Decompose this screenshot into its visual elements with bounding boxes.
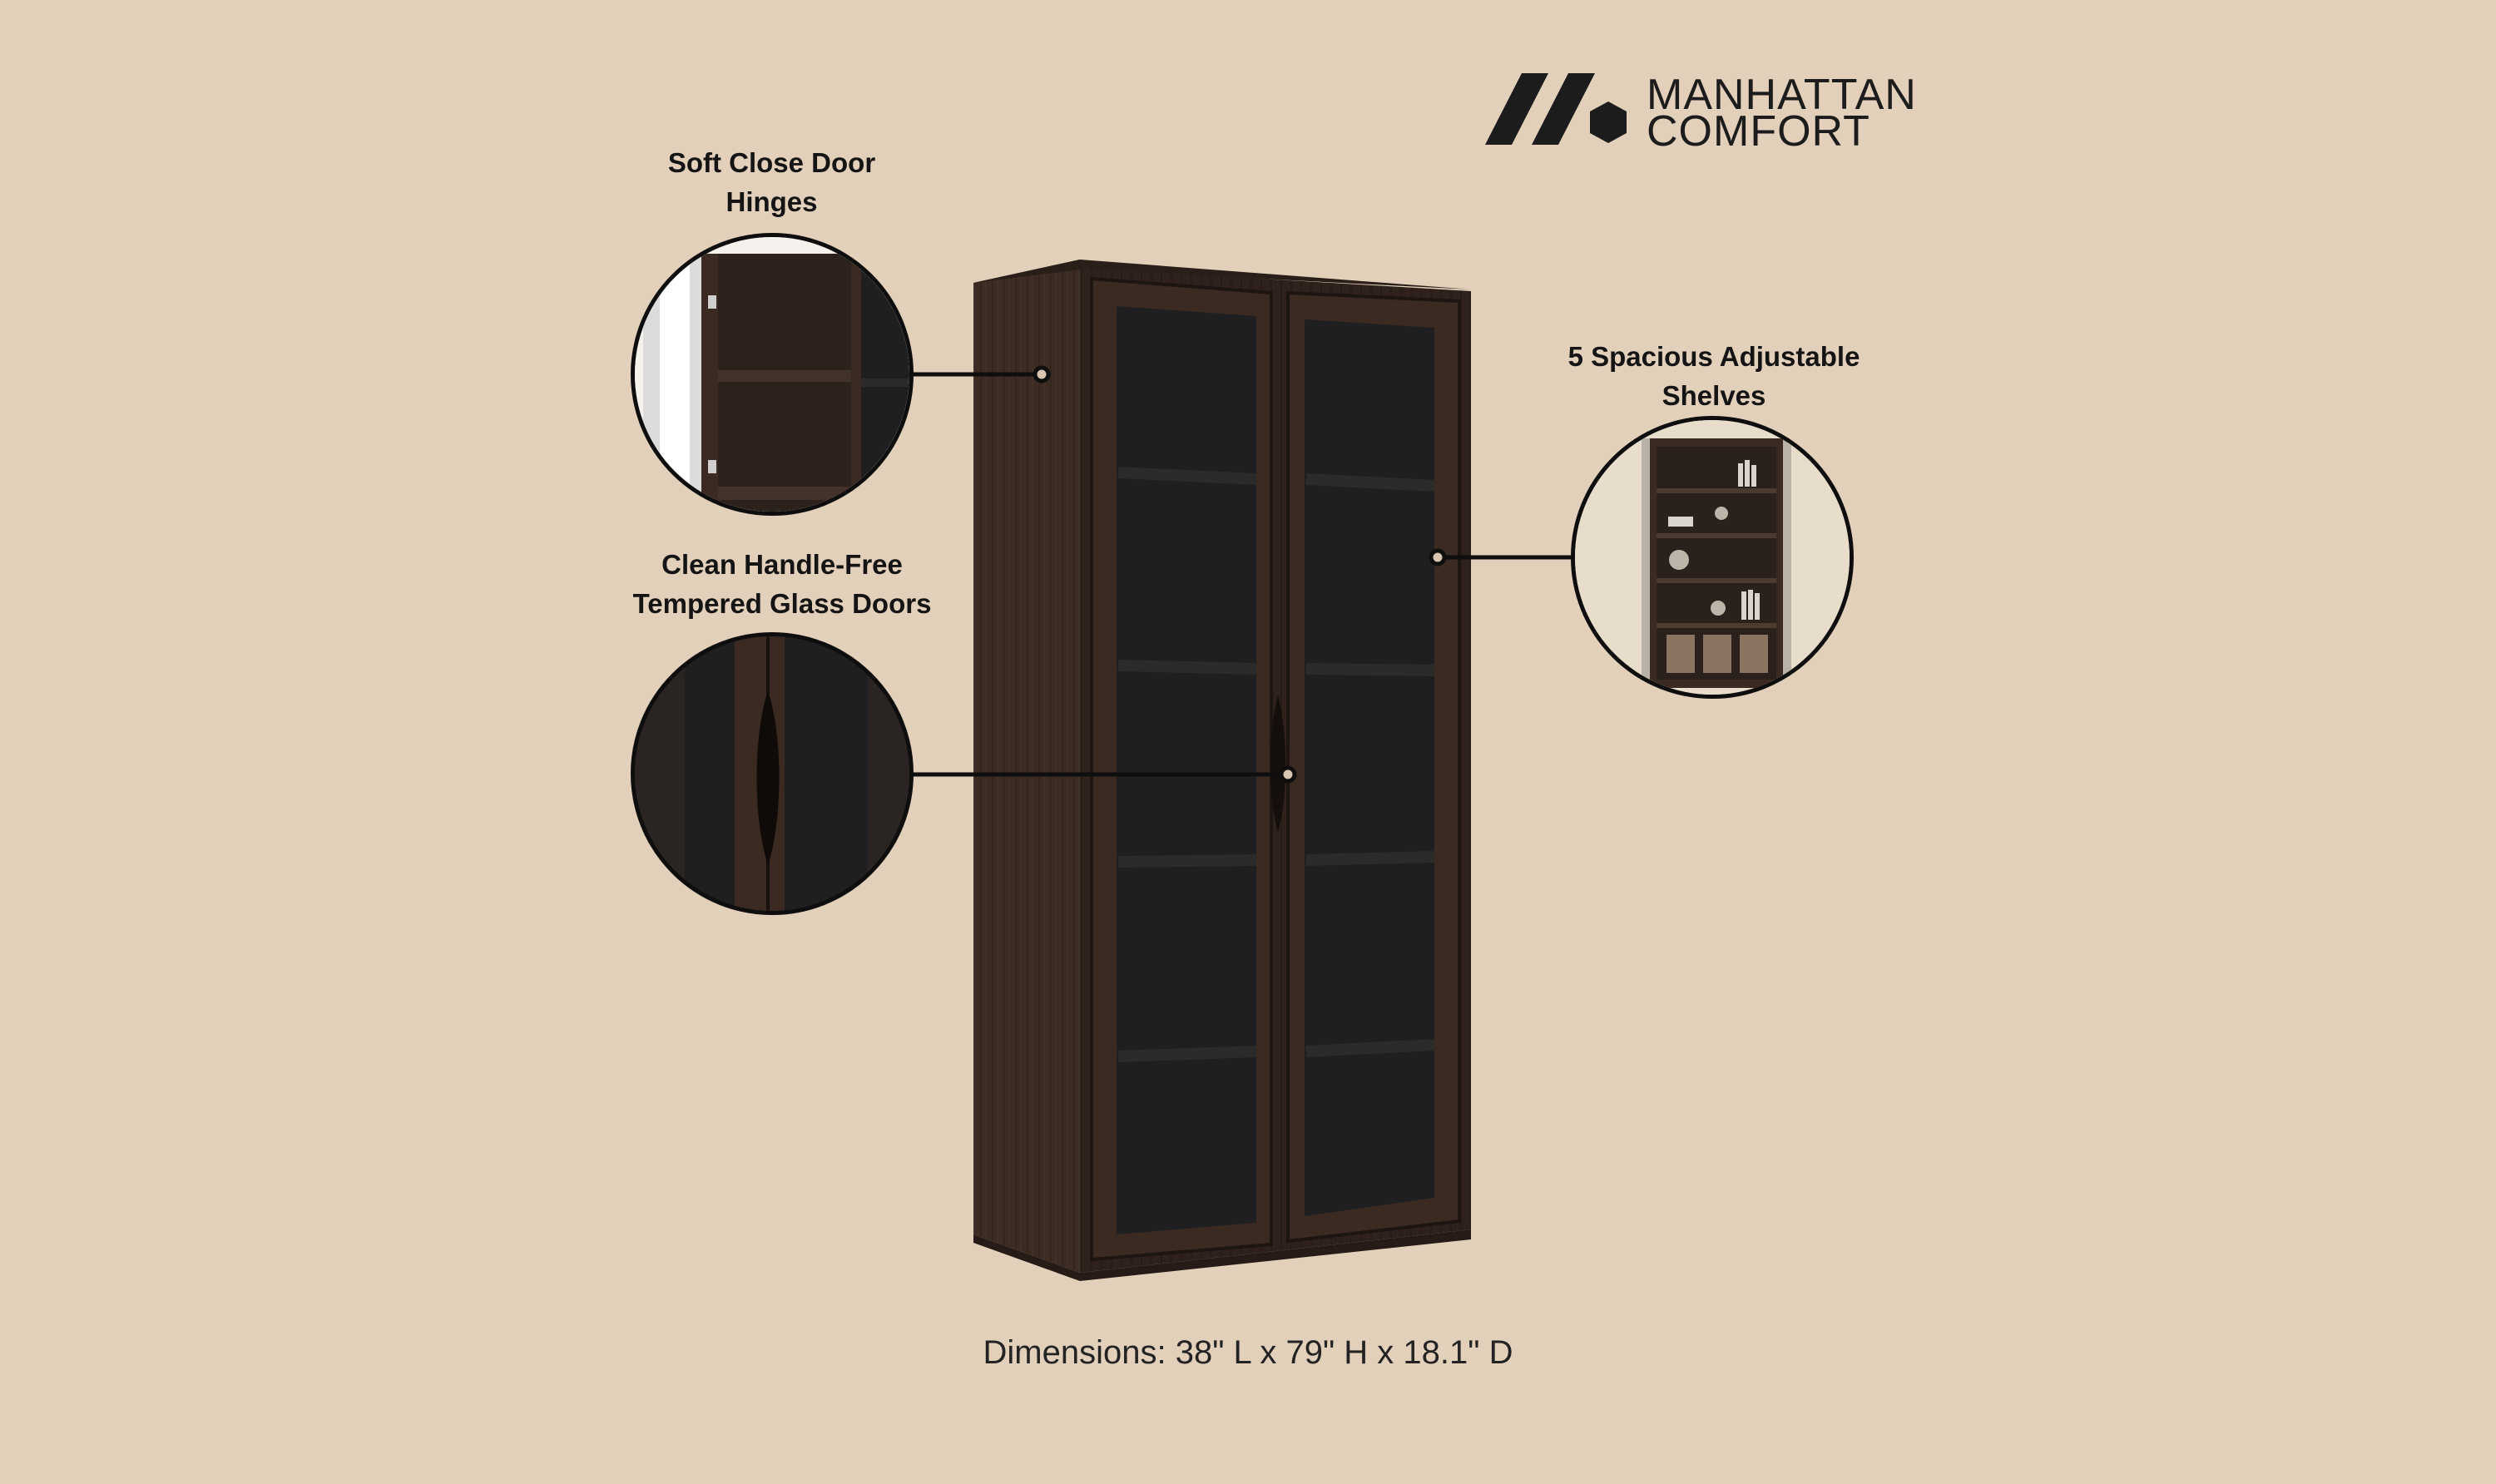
shelves-detail-circle	[1571, 416, 1854, 699]
callout-glass-line1: Clean Handle-Free	[661, 549, 903, 580]
brand-name-line1: MANHATTAN	[1647, 71, 1917, 119]
callout-dot-hinges	[1033, 365, 1051, 383]
manhattan-comfort-logo-icon	[1485, 73, 1627, 145]
callout-glass-line2: Tempered Glass Doors	[632, 588, 932, 619]
cabinet-side-panel	[973, 260, 1080, 1273]
callout-dot-shelves	[1429, 548, 1447, 566]
door-handle-cutout	[1270, 695, 1285, 832]
hinges-detail-circle	[631, 233, 914, 516]
callout-shelves-line2: Shelves	[1662, 380, 1766, 411]
brand-logo: MANHATTAN COMFORT	[1485, 68, 1926, 156]
left-door-glass	[1117, 306, 1256, 1234]
callout-hinges-title: Soft Close Door Hinges	[616, 143, 928, 221]
callout-hinges-line1: Soft Close Door	[667, 147, 876, 178]
dimensions-text: Dimensions: 38" L x 79" H x 18.1" D	[983, 1334, 1513, 1371]
callout-hinges-line2: Hinges	[726, 186, 818, 217]
callout-glass-title: Clean Handle-Free Tempered Glass Doors	[607, 545, 957, 623]
callout-shelves-line1: 5 Spacious Adjustable	[1567, 341, 1860, 372]
callout-dot-glass	[1279, 765, 1297, 784]
right-door-glass	[1305, 319, 1434, 1216]
glass-doors-detail-circle	[631, 632, 914, 915]
brand-name-line2: COMFORT	[1647, 107, 1870, 156]
callout-shelves-title: 5 Spacious Adjustable Shelves	[1548, 337, 1880, 415]
